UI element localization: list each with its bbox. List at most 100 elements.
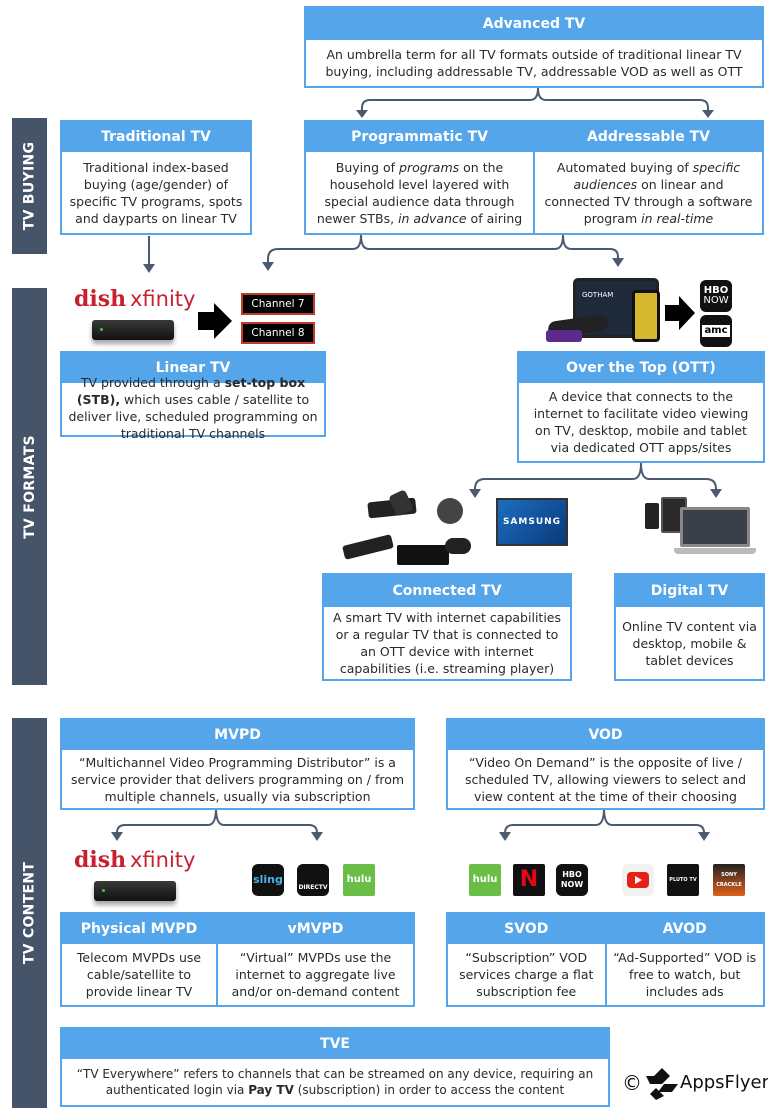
section-label-text: TV CONTENT xyxy=(21,861,38,965)
traditional-tv-card: Traditional TV Traditional index-based b… xyxy=(60,120,252,235)
text: on linear and connected TV through a sof… xyxy=(544,176,753,226)
xbox-image xyxy=(397,545,449,565)
text: Automated buying of xyxy=(556,159,693,175)
traditional-tv-title: Traditional TV xyxy=(62,122,250,152)
connector-mvpd-left xyxy=(116,807,217,834)
arrowhead xyxy=(111,832,123,841)
channel-8-badge: Channel 8 xyxy=(241,322,315,344)
addressable-tv-column: Addressable TV Automated buying of speci… xyxy=(533,122,762,233)
tablet-screen-label: GOTHAM xyxy=(582,291,614,299)
programmatic-addressable-card: Programmatic TV Buying of programs on th… xyxy=(304,120,764,235)
svod-description: “Subscription” VOD services charge a fla… xyxy=(459,950,594,999)
physical-mvpd-description: Telecom MVPDs use cable/satellite to pro… xyxy=(76,950,202,999)
connector-addr-right xyxy=(562,234,619,259)
samsung-tv-image: SAMSUNG xyxy=(496,498,568,546)
appsflyer-brand: AppsFlyer xyxy=(680,1072,768,1093)
arrowhead xyxy=(356,110,368,118)
section-label-tv-formats: TV FORMATS xyxy=(12,288,47,685)
avod-column: AVOD “Ad-Supported” VOD is free to watch… xyxy=(604,914,763,1005)
digital-tv-title: Digital TV xyxy=(616,575,763,607)
youtube-play-icon xyxy=(627,872,649,888)
emphasis: programs xyxy=(399,159,460,175)
emphasis: in advance xyxy=(398,210,467,226)
text: TV provided through a xyxy=(80,375,225,390)
programmatic-tv-title: Programmatic TV xyxy=(306,122,533,152)
connected-tv-card: Connected TV A smart TV with internet ca… xyxy=(322,573,572,681)
connected-tv-description: A smart TV with internet capabilities or… xyxy=(333,610,561,676)
set-top-box-image xyxy=(92,320,174,340)
ott-card: Over the Top (OTT) A device that connect… xyxy=(517,351,765,463)
avod-description: “Ad-Supported” VOD is free to watch, but… xyxy=(613,950,757,999)
physical-mvpd-column: Physical MVPD Telecom MVPDs use cable/sa… xyxy=(62,914,216,1005)
vmvpd-column: vMVPD “Virtual” MVPDs use the internet t… xyxy=(216,914,413,1005)
phone-image xyxy=(632,290,660,342)
connector-advanced-right xyxy=(537,87,709,112)
text: of airing xyxy=(466,210,523,226)
sony-crackle-app-icon: SONY CRACKLE xyxy=(713,864,745,896)
connector-ott-right xyxy=(640,462,717,491)
digital-tv-card: Digital TV Online TV content via desktop… xyxy=(614,573,765,681)
bold-text: set-top box (STB), xyxy=(76,375,306,407)
tve-description: “TV Everywhere” refers to channels that … xyxy=(62,1059,608,1105)
dish-logo: dish xyxy=(74,286,127,312)
youtube-app-icon xyxy=(622,864,654,896)
arrowhead xyxy=(499,832,511,841)
arrowhead xyxy=(710,489,722,498)
connector-advanced-left xyxy=(361,87,539,112)
laptop-base-image xyxy=(674,548,756,554)
arrowhead xyxy=(698,832,710,841)
tve-title: TVE xyxy=(62,1029,608,1059)
physical-vmvpd-card: Physical MVPD Telecom MVPDs use cable/sa… xyxy=(60,912,415,1007)
ott-title: Over the Top (OTT) xyxy=(519,353,763,383)
mvpd-card: MVPD “Multichannel Video Programming Dis… xyxy=(60,718,415,810)
connector-ott-left xyxy=(474,462,642,491)
controller-image xyxy=(445,538,471,554)
arrowhead xyxy=(262,262,274,271)
connector-prog-mid xyxy=(360,234,564,250)
linear-tv-card: Linear TV TV provided through a set-top … xyxy=(60,351,326,441)
vmvpd-title: vMVPD xyxy=(218,914,413,944)
advanced-tv-card: Advanced TV An umbrella term for all TV … xyxy=(304,6,764,88)
linear-tv-title: Linear TV xyxy=(62,353,324,383)
emphasis: specific audiences xyxy=(573,159,741,192)
app-line: HBO xyxy=(703,285,729,296)
svod-title: SVOD xyxy=(448,914,605,944)
laptop-image xyxy=(680,507,750,547)
amc-app-icon: amc xyxy=(700,315,732,347)
app-line: NOW xyxy=(703,295,729,306)
dish-logo: dish xyxy=(74,847,127,873)
hulu-app-icon: hulu xyxy=(343,864,375,896)
bold-text: Pay TV xyxy=(248,1083,294,1097)
section-label-tv-buying: TV BUYING xyxy=(12,118,47,254)
play-triangle xyxy=(635,876,642,884)
netflix-app-icon: N xyxy=(513,864,545,896)
traditional-tv-description: Traditional index-based buying (age/gend… xyxy=(69,159,243,226)
digital-tv-description: Online TV content via desktop, mobile & … xyxy=(622,618,757,668)
vmvpd-description: “Virtual” MVPDs use the internet to aggr… xyxy=(231,950,400,999)
hulu-app-icon: hulu xyxy=(469,864,501,896)
connector-prog-left xyxy=(267,234,362,264)
vod-title: VOD xyxy=(448,720,763,750)
hbo-now-app-icon: HBO NOW xyxy=(556,864,588,896)
fire-stick-image xyxy=(342,534,394,560)
text: Buying of xyxy=(335,159,400,175)
vod-description: “Video On Demand” is the opposite of liv… xyxy=(464,754,747,804)
mvpd-description: “Multichannel Video Programming Distribu… xyxy=(70,754,405,804)
avod-title: AVOD xyxy=(606,914,763,944)
xfinity-logo: xfinity xyxy=(130,287,196,311)
copyright-symbol: © xyxy=(622,1071,642,1095)
advanced-tv-title: Advanced TV xyxy=(306,8,762,40)
section-label-tv-content: TV CONTENT xyxy=(12,718,47,1108)
addressable-tv-title: Addressable TV xyxy=(535,122,762,152)
chromecast-image xyxy=(437,498,463,524)
arrowhead xyxy=(311,832,323,841)
channel-7-badge: Channel 7 xyxy=(241,293,315,315)
arrowhead xyxy=(612,258,624,267)
ott-description: A device that connects to the internet t… xyxy=(533,389,749,455)
arrowhead xyxy=(702,110,714,118)
arrowhead xyxy=(143,264,155,273)
svod-column: SVOD “Subscription” VOD services charge … xyxy=(448,914,605,1005)
vod-card: VOD “Video On Demand” is the opposite of… xyxy=(446,718,765,810)
connector-vod-left xyxy=(504,807,605,834)
